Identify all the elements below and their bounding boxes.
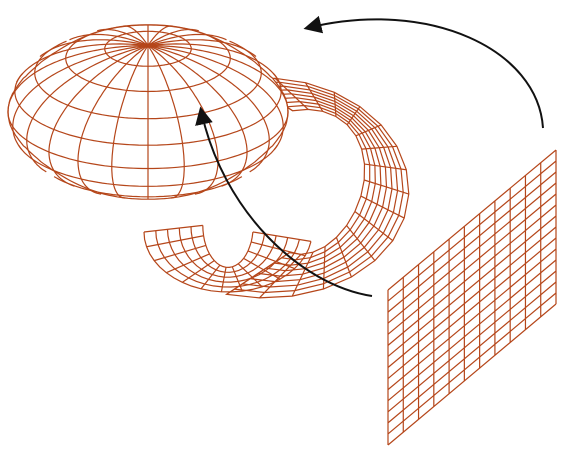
rolled-sheet-lobe-rib [220,267,227,292]
grid-line-horizontal [387,303,557,446]
grid-line-horizontal [387,259,557,402]
ellipsoid-latitude [229,40,262,73]
rolled-sheet-lobe-rib [252,231,312,242]
ellipsoid-meridian [147,44,270,173]
ellipsoid-meridian [7,44,149,116]
grid-line-horizontal [387,204,557,346]
rolled-sheet-lobe-band [202,225,254,269]
grid-line-horizontal [387,160,557,302]
ellipsoid-meridian [147,45,219,195]
flat-grid-sheet [387,149,557,446]
rolled-sheet-lobe-band [178,227,277,278]
grid-line-horizontal [387,149,557,291]
rolled-sheet-lobe-rib [181,260,215,283]
ellipsoid-latitude [14,72,282,146]
ellipsoid-latitude [34,40,262,120]
wireframe-rolled-sheet [143,77,410,299]
rolled-sheet-lobe-rib [237,263,263,288]
grid-line-horizontal [387,182,557,324]
rolled-sheet-band [281,104,371,261]
ellipsoid-meridian [12,44,149,150]
wireframe-ellipsoid [7,24,289,200]
arrow-to-ellipsoid [195,106,373,297]
ellipsoid-meridian [97,28,149,46]
ellipsoid-meridian [147,33,227,47]
grid-line-horizontal [387,226,557,368]
rolled-sheet-lobe-band [190,226,266,273]
ellipsoid-meridian [147,28,199,46]
rolled-sheet-lobe-rib [143,224,203,233]
arrow-to-rolled-sheet [303,15,544,129]
ellipsoid-meridian [26,44,149,173]
rolled-sheet-lobe-rib [247,250,295,270]
grid-line-horizontal [387,237,557,380]
grid-line-horizontal [387,270,557,413]
rolled-sheet-lobe-rib [166,253,210,274]
rolled-sheet-lobe-rib [231,266,243,292]
rolled-sheet-band [257,93,388,277]
ellipsoid-meridian [147,44,289,116]
ellipsoid-meridian [15,43,149,83]
ellipsoid-meridian [77,45,149,195]
ellipsoid-meridian [147,45,185,199]
ellipsoid-meridian [147,44,284,150]
grid-line-horizontal [387,292,557,435]
ellipsoid-meridian [69,33,149,47]
rolled-sheet-lobe-rib [154,244,207,262]
rolled-sheet-band [242,85,399,288]
ellipsoid-meridian [147,43,281,83]
ellipsoid-meridian [147,25,173,46]
rolled-sheet-band [234,81,404,294]
rolled-sheet-lobe-rib [243,257,281,280]
rolled-sheet-lobe-rib [200,264,221,290]
ellipsoid-meridian [111,45,149,199]
ellipsoid-meridian [39,39,149,58]
rolled-sheet-band [273,100,376,266]
grid-line-horizontal [387,193,557,335]
grid-line-horizontal [387,248,557,391]
rolled-sheet-band [265,97,382,272]
grid-line-horizontal [387,215,557,357]
ellipsoid-meridian [147,44,248,187]
rolled-sheet-lobe-rib [251,241,306,257]
ellipsoid-meridian [123,25,149,46]
grid-line-horizontal [387,281,557,424]
rolled-sheet-lobe-rib [146,235,204,248]
grid-line-horizontal [387,171,557,313]
ellipsoid-meridian [48,44,149,187]
ellipsoid-meridian [147,39,257,58]
